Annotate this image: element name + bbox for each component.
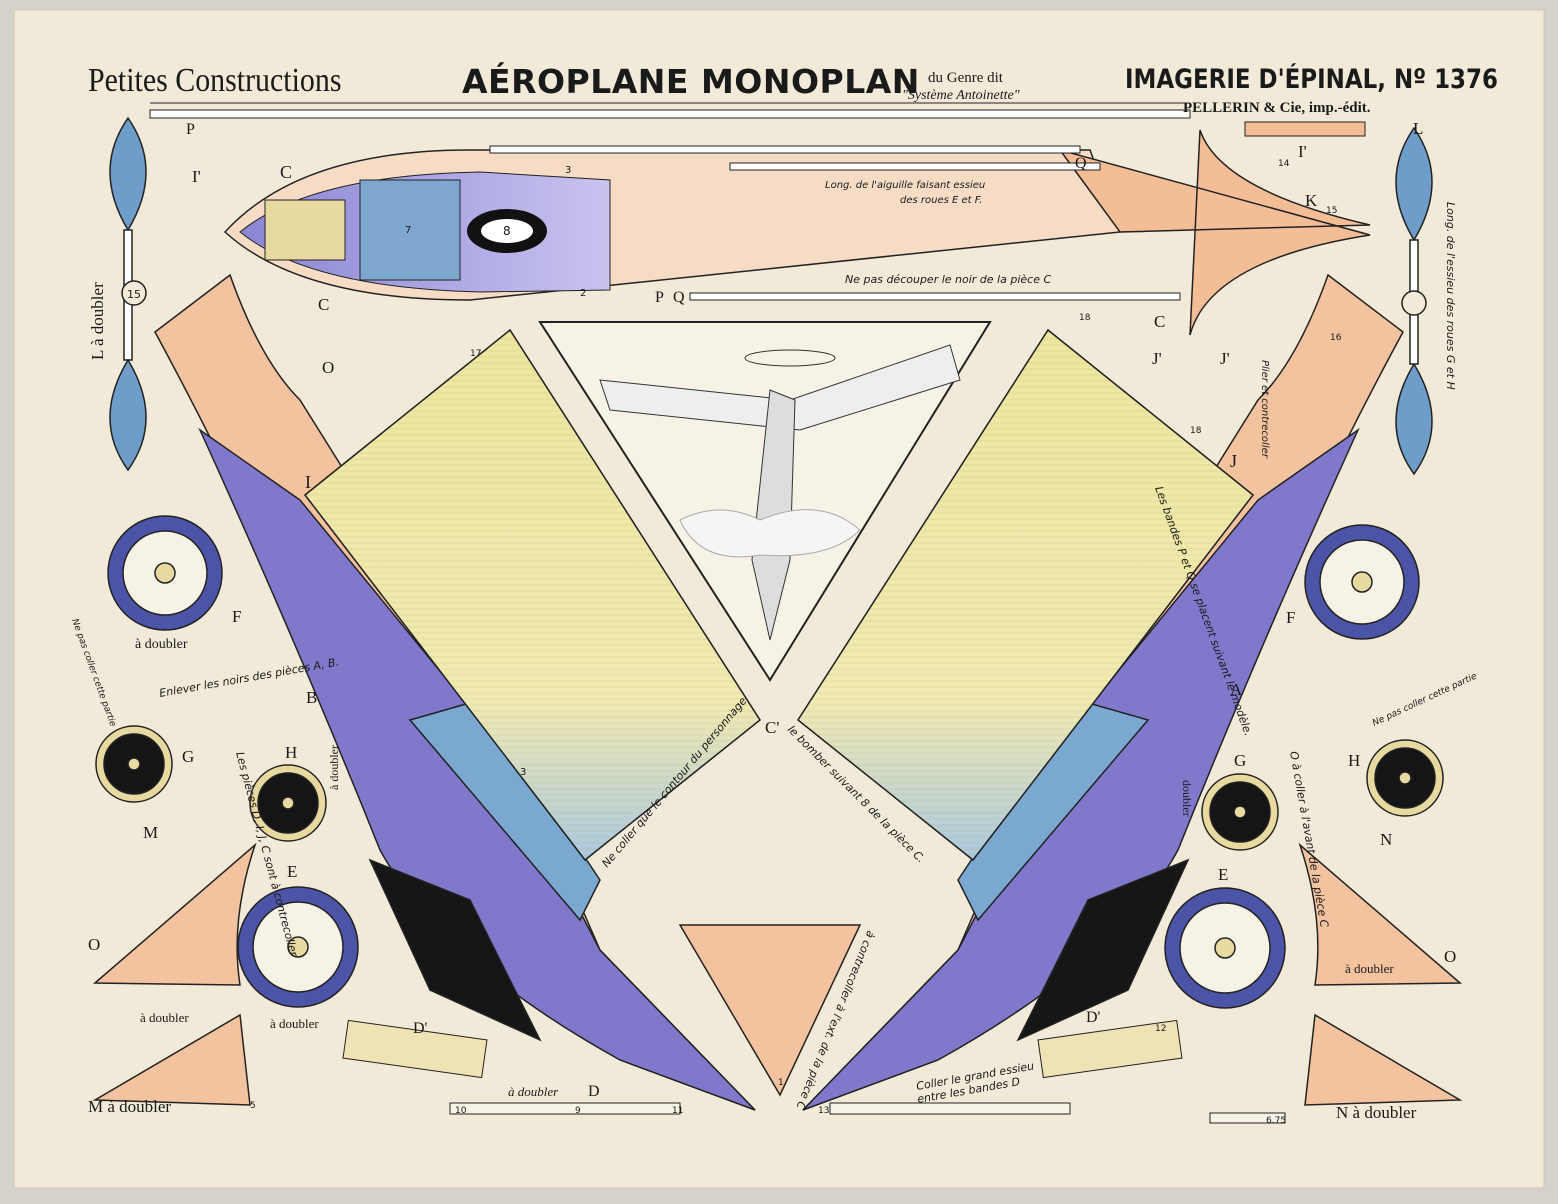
number-15-propeller: 15 (127, 288, 141, 301)
label-j: J (1230, 451, 1237, 471)
fuselage-piece-c (223, 129, 1371, 336)
header-subtitle-line2: "Système Antoinette" (902, 88, 1020, 103)
label-j-prime-1: J' (1152, 349, 1162, 368)
label-g-left: G (182, 747, 194, 766)
label-c-upper: C (280, 162, 292, 182)
number-14: 14 (1278, 159, 1290, 169)
annotation-a-doubler-e-left: à doubler (270, 1016, 319, 1031)
wheel-e-right (1164, 887, 1286, 1009)
label-i-prime-left: I' (192, 167, 201, 186)
number-2: 2 (580, 288, 586, 299)
number-16: 16 (1330, 333, 1342, 343)
number-7: 7 (405, 225, 411, 236)
label-p-top: P (186, 121, 195, 138)
annotation-a-doubler-d: à doubler (508, 1084, 559, 1099)
annotation-n-a-doubler: N à doubler (1336, 1103, 1417, 1122)
annotation-ne-pas-decouper: Ne pas découper le noir de la pièce C (845, 273, 1051, 286)
number-3b: 3 (520, 767, 526, 778)
header-publisher: PELLERIN & Cie, imp.-édit. (1183, 100, 1371, 116)
propeller-l-left (109, 116, 147, 472)
number-17: 17 (470, 349, 481, 359)
number-18a: 18 (1079, 313, 1091, 323)
label-c-mid: C (318, 295, 329, 314)
wheel-f-right (1304, 524, 1420, 640)
annotation-long-aiguille-1: Long. de l'aiguille faisant essieu (825, 180, 985, 191)
tail-piece (678, 924, 862, 1097)
side-panel-left (154, 273, 756, 1111)
annotation-a-doubler-f-left: à doubler (135, 637, 188, 652)
wheel-f-left (107, 515, 223, 631)
label-i-prime-right: I' (1298, 142, 1307, 161)
wheel-g-right (1201, 773, 1279, 851)
label-q-lower: Q (673, 289, 685, 306)
annotation-l-a-doubler: L à doubler (88, 282, 107, 360)
number-9: 9 (575, 1106, 581, 1116)
label-b: B (306, 688, 317, 707)
label-o-bottom-left: O (88, 935, 100, 954)
label-l: L (1413, 119, 1423, 138)
annotation-m-a-doubler: M à doubler (88, 1097, 171, 1116)
label-f-right: F (1286, 608, 1295, 627)
annotation-long-aiguille-2: des roues E et F. (900, 195, 982, 206)
annotation-long-essieu: Long. de l'essieu des roues G et H (1444, 202, 1457, 390)
annotation-doubler-g-right: doubler (1180, 780, 1194, 817)
wing-right (797, 328, 1255, 862)
label-h-left: H (285, 743, 297, 762)
wheel-g-left (95, 725, 173, 803)
propeller-l-right (1395, 126, 1433, 476)
label-h-right: H (1348, 751, 1360, 770)
number-5: 5 (250, 1101, 256, 1111)
label-c-prime: C' (765, 718, 779, 737)
label-q-top: Q (1075, 155, 1087, 172)
label-j-prime-2: J' (1220, 349, 1230, 368)
label-o-bottom-right: O (1444, 947, 1456, 966)
header-left-title: Petites Constructions (88, 62, 342, 99)
wing-left (303, 328, 761, 862)
annotation-a-doubler-h-left: à doubler (327, 745, 341, 790)
label-a: A (1230, 680, 1243, 699)
number-10: 10 (455, 1106, 467, 1116)
number-11: 11 (672, 1106, 683, 1116)
strips-d (342, 1019, 1286, 1124)
label-g-right: G (1234, 751, 1246, 770)
annotation-plier: Plier et contrecoller (1259, 360, 1270, 459)
number-1: 1 (778, 1078, 784, 1088)
label-e-right: E (1218, 865, 1228, 884)
number-15: 15 (1326, 206, 1337, 216)
label-e-left: E (287, 862, 297, 881)
label-d-prime-right: D' (1086, 1009, 1101, 1026)
side-panel-right (802, 273, 1404, 1111)
label-p-lower: P (655, 289, 664, 306)
header-main-title: AÉROPLANE MONOPLAN (462, 62, 920, 101)
annotation-print-code: 6.75 (1266, 1116, 1286, 1126)
number-18b: 18 (1190, 426, 1202, 436)
aeroplane-vignette (538, 321, 992, 682)
number-13: 13 (818, 1106, 829, 1116)
wheel-e-left (237, 886, 359, 1008)
fin-n-right (1298, 842, 1463, 1106)
label-i: I (305, 472, 311, 492)
header-right-title: IMAGERIE D'ÉPINAL, Nº 1376 (1125, 64, 1498, 95)
label-n: N (1380, 830, 1392, 849)
label-d: D (588, 1083, 600, 1100)
wheel-h-right (1366, 739, 1444, 817)
label-m: M (143, 823, 158, 842)
annotation-a-doubler-left-bottom: à doubler (140, 1010, 189, 1025)
label-f-left: F (232, 607, 241, 626)
annotation-a-doubler-right: à doubler (1345, 961, 1394, 976)
header-subtitle-line1: du Genre dit (928, 70, 1003, 86)
label-o-left: O (322, 358, 334, 377)
label-d-prime-left: D' (413, 1020, 428, 1037)
number-8: 8 (503, 224, 511, 238)
fin-m-left (92, 842, 257, 1106)
strips-p-q (149, 109, 1366, 301)
number-3: 3 (565, 165, 571, 176)
label-c-right: C (1154, 312, 1165, 331)
number-12: 12 (1155, 1024, 1166, 1034)
label-k: K (1305, 191, 1318, 210)
wheel-h-left (249, 764, 327, 842)
